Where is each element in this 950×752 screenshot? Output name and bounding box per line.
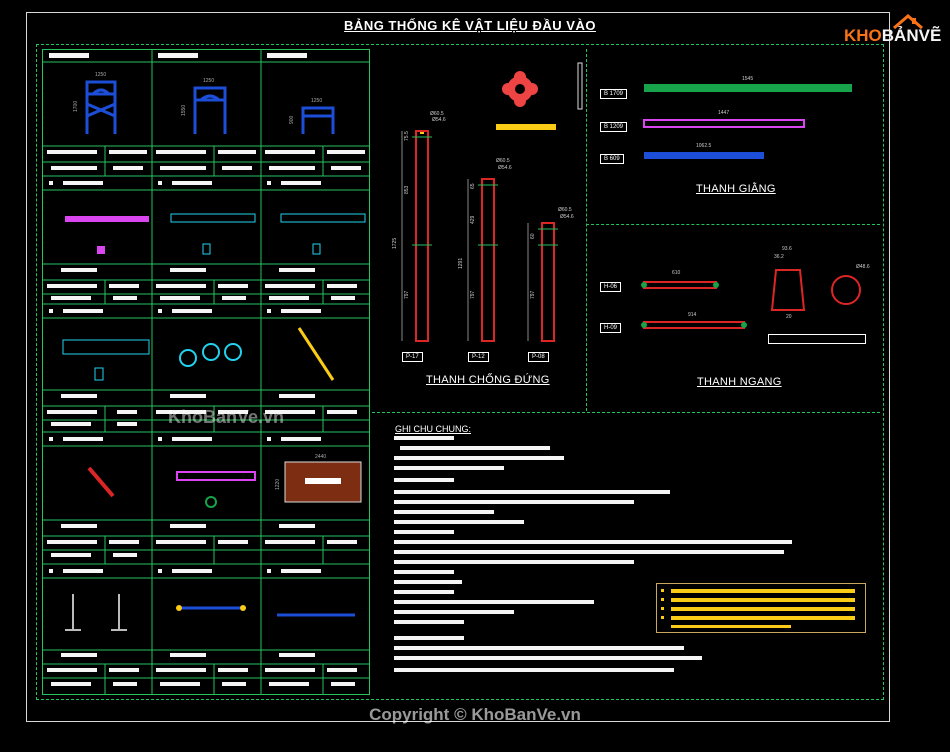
table-drawing: 1250 1700 1250 1550 1250 900 2440 1220 <box>43 50 369 694</box>
brace-1-length: 1545 <box>742 76 753 82</box>
post-p12 <box>481 178 495 342</box>
post-p08 <box>541 222 555 342</box>
frame-1700 <box>85 80 117 134</box>
tag-h09: H-09 <box>600 323 622 333</box>
board-width: 2440 <box>315 454 326 460</box>
p12-dia: Ø60.5 <box>496 158 510 164</box>
clamp-dim-3: 20 <box>786 314 792 320</box>
divider-notes <box>372 412 880 413</box>
divider-vertical <box>586 49 587 411</box>
p12-part-3: 65 <box>470 183 476 189</box>
drawing-inner-border <box>36 44 884 700</box>
clamp-dim-4: Ø48.6 <box>856 264 870 270</box>
p08-part-2: 60 <box>530 233 536 239</box>
p12-part-1: 797 <box>470 290 476 299</box>
horizontal-drawing: 610 914 93.6 36.2 20 Ø48.6 <box>641 246 870 329</box>
vertical-posts-drawing: Ø60.5 Ø54.6 Ø60.5 Ø54.6 Ø60.5 Ø54.6 1725… <box>392 62 583 342</box>
brace-1209 <box>643 119 805 128</box>
tag-h06: H-06 <box>600 282 622 292</box>
post-p17 <box>415 130 429 342</box>
label-braces: THANH GIẰNG <box>696 183 776 195</box>
house-icon <box>893 14 923 30</box>
p17-height: 1725 <box>392 238 398 249</box>
p17-thk: Ø54.6 <box>432 117 446 123</box>
frame-3-width: 1250 <box>311 98 322 104</box>
tag-b1209: B 1209 <box>600 122 628 132</box>
divider-brace <box>586 224 880 225</box>
p17-part-2: 853 <box>404 185 410 194</box>
p17-part-1: 797 <box>404 290 410 299</box>
brace-2-length: 1447 <box>718 110 729 116</box>
pipe-cyan-2 <box>280 213 366 223</box>
p12-height: 1291 <box>458 258 464 269</box>
board-height: 1220 <box>275 479 281 490</box>
tag-p12: P-12 <box>468 352 489 362</box>
frame-1550 <box>193 86 227 134</box>
frame-1-width: 1250 <box>95 72 106 78</box>
material-table: 1250 1700 1250 1550 1250 900 2440 1220 <box>42 49 370 695</box>
label-horizontals: THANH NGANG <box>697 376 782 388</box>
h06-length: 610 <box>672 270 681 276</box>
frame-2-width: 1250 <box>203 78 214 84</box>
frame-3-height: 900 <box>289 115 295 124</box>
tag-p08: P-08 <box>528 352 549 362</box>
drawing-border <box>26 12 890 722</box>
tag-b1709: B 1709 <box>600 89 628 99</box>
frame-900 <box>301 106 335 134</box>
jack-base <box>65 594 127 631</box>
horizontal-h06 <box>643 281 717 289</box>
pipe-magenta <box>65 216 149 222</box>
frame-2-height: 1550 <box>181 105 187 116</box>
notes-title: GHI CHU CHUNG: <box>395 424 471 434</box>
turnbuckle <box>87 466 115 498</box>
brace-3-length: 1062.5 <box>696 143 712 149</box>
tag-p17: P-17 <box>402 352 423 362</box>
copyright: Copyright © KhoBanVe.vn <box>369 705 581 724</box>
h09-length: 914 <box>688 312 697 318</box>
p12-thk: Ø54.6 <box>498 165 512 171</box>
pipe-magenta-2 <box>176 471 256 481</box>
logo-part-banve: BẢNVẼ <box>881 26 942 45</box>
brace-609 <box>644 152 764 159</box>
tag-b609: B 609 <box>600 154 624 164</box>
p08-part-1: 797 <box>530 290 536 299</box>
coupler-ring <box>831 275 861 305</box>
clamp-couplers <box>179 343 242 367</box>
clamp-dim-1: 93.6 <box>782 246 792 252</box>
watermark: KhoBanVe.vn <box>168 407 285 427</box>
horizontal-h09 <box>643 321 745 329</box>
wedge-pin <box>297 327 335 381</box>
p12-part-2: 429 <box>470 215 476 224</box>
notes-text-block <box>394 436 792 672</box>
brace-drawing: 1545 1447 1062.5 <box>643 76 852 159</box>
pipe-cyan-1 <box>170 213 256 223</box>
p08-dia: Ø60.5 <box>558 207 572 213</box>
pipe-cyan-large <box>62 339 150 355</box>
drawing-title: BẢNG THỐNG KÊ VẬT LIỆU ĐẦU VÀO <box>344 18 596 33</box>
note-box <box>656 583 866 633</box>
clamp-dim-2: 36.2 <box>774 254 784 260</box>
label-vertical-posts: THANH CHỐNG ĐỨNG <box>426 374 550 386</box>
logo-part-kho: KHO <box>844 26 882 45</box>
frame-1-height: 1700 <box>73 101 79 112</box>
brace-1709 <box>644 84 852 92</box>
p17-part-3: 75.5 <box>404 131 410 141</box>
p17-dia: Ø60.5 <box>430 111 444 117</box>
wedge-head <box>770 269 806 311</box>
p08-thk: Ø54.6 <box>560 214 574 220</box>
khobanve-logo: KHOBẢNVẼ <box>842 10 941 50</box>
